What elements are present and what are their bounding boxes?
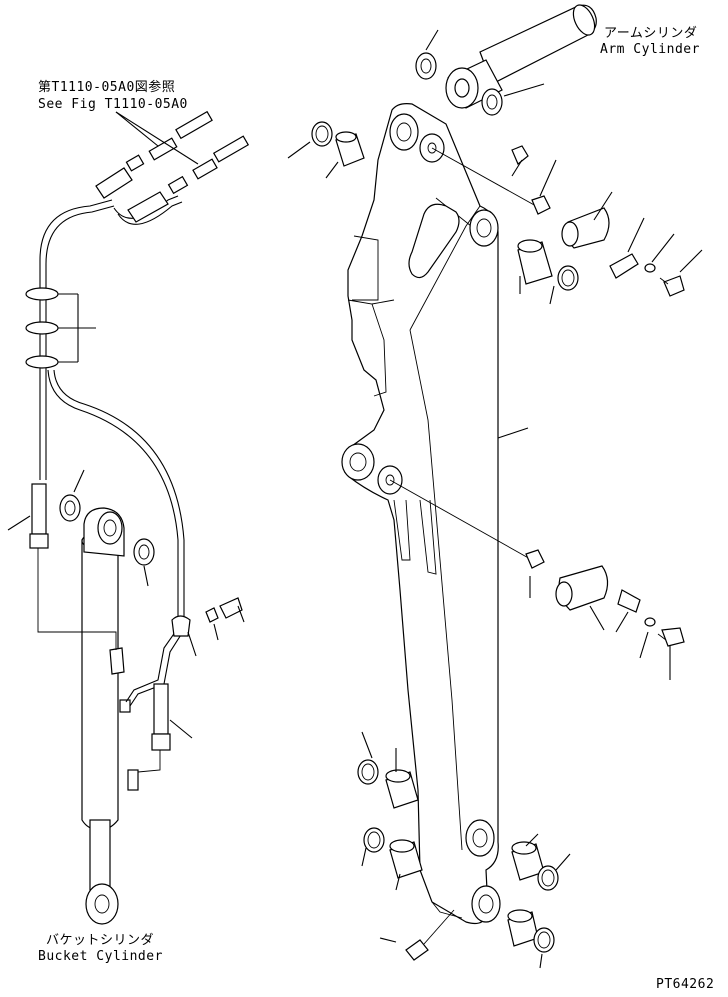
bolt <box>219 597 243 619</box>
seal-ring <box>357 759 379 785</box>
washer <box>644 263 656 273</box>
reference-label-en: See Fig T1110-05A0 <box>38 97 188 112</box>
grease-fitting <box>525 549 545 569</box>
figure-code: PT64262 <box>656 977 714 992</box>
cylinder-shim <box>133 538 155 566</box>
seal-ring <box>363 827 385 853</box>
seal-ring <box>557 265 579 291</box>
arm-leader <box>497 427 529 439</box>
arm <box>341 103 501 925</box>
arm-cylinder <box>445 4 597 109</box>
grease-fitting <box>511 145 529 165</box>
bucket-cylinder <box>81 507 139 925</box>
arm-cylinder-label-jp: アームシリンダ <box>604 26 697 41</box>
arm-cylinder-shim-bottom <box>481 88 503 116</box>
hose-assembly <box>7 110 250 773</box>
arm-cylinder-shim-top <box>415 52 437 80</box>
seal-ring <box>533 927 555 953</box>
seal-ring <box>537 865 559 891</box>
lock-plate <box>617 589 641 613</box>
bucket-cylinder-label-jp: バケットシリンダ <box>46 933 154 948</box>
bucket-cylinder-label-en: Bucket Cylinder <box>38 949 163 964</box>
lock-plate <box>609 253 639 279</box>
washer <box>205 607 219 623</box>
arm-cylinder-label-en: Arm Cylinder <box>600 42 700 57</box>
reference-label-jp: 第T1110-05A0図参照 <box>38 79 175 95</box>
washer <box>644 617 656 627</box>
bolt <box>663 275 685 297</box>
cylinder-shim <box>59 494 81 522</box>
bolt <box>661 627 685 647</box>
seal-ring <box>311 121 333 147</box>
grease-fitting <box>405 939 429 961</box>
